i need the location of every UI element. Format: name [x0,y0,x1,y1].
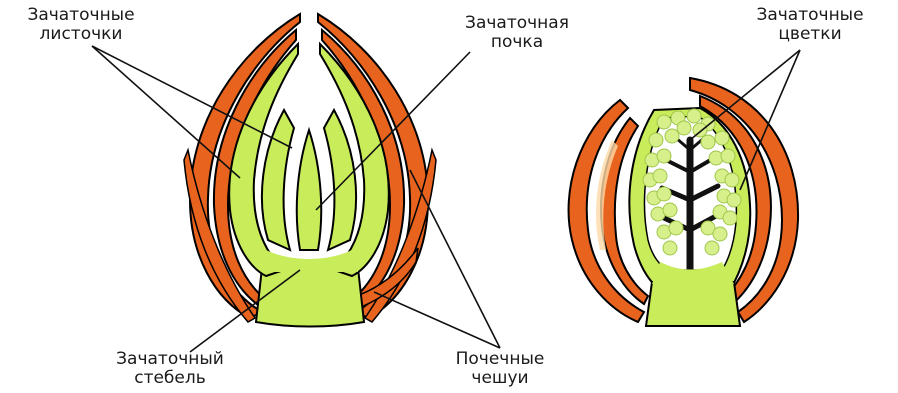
embryonic-flower [657,187,671,201]
embryonic-bud-center [297,130,321,250]
embryonic-flower [663,241,677,255]
embryonic-flower [687,109,701,123]
pointer-scales-2 [374,292,500,348]
label-embryonic-stem: Зачаточный стебель [100,350,240,388]
flower-bud [569,78,799,326]
embryonic-flower [701,135,715,149]
embryonic-flower [705,241,719,255]
embryonic-flower [725,173,739,187]
embryonic-flower [727,193,741,207]
embryonic-flower [657,115,671,129]
embryonic-flower [665,129,679,143]
embryonic-flower [723,211,737,225]
vegetative-bud [184,14,436,327]
pointer-scales-1 [410,170,500,348]
embryonic-flower [657,149,671,163]
embryonic-flower [653,169,667,183]
leaf-base-join [262,250,358,272]
label-bud-scales: Почечные чешуи [430,350,570,388]
label-embryonic-flowers: Зачаточные цветки [730,6,890,44]
embryonic-flower [721,149,735,163]
embryonic-flower [713,227,727,241]
embryonic-flower [677,121,691,135]
embryonic-flower [715,131,729,145]
embryonic-stem [256,268,364,327]
embryonic-leaf-inner-right [324,110,356,250]
embryonic-flower [669,221,683,235]
label-embryonic-bud: Зачаточная почка [432,14,602,52]
embryonic-leaf-inner-left [262,110,294,250]
label-embryonic-leaves: Зачаточные листочки [6,6,156,44]
embryonic-flower [663,203,677,217]
embryonic-flower [649,133,663,147]
flower-bud-base [646,282,740,326]
